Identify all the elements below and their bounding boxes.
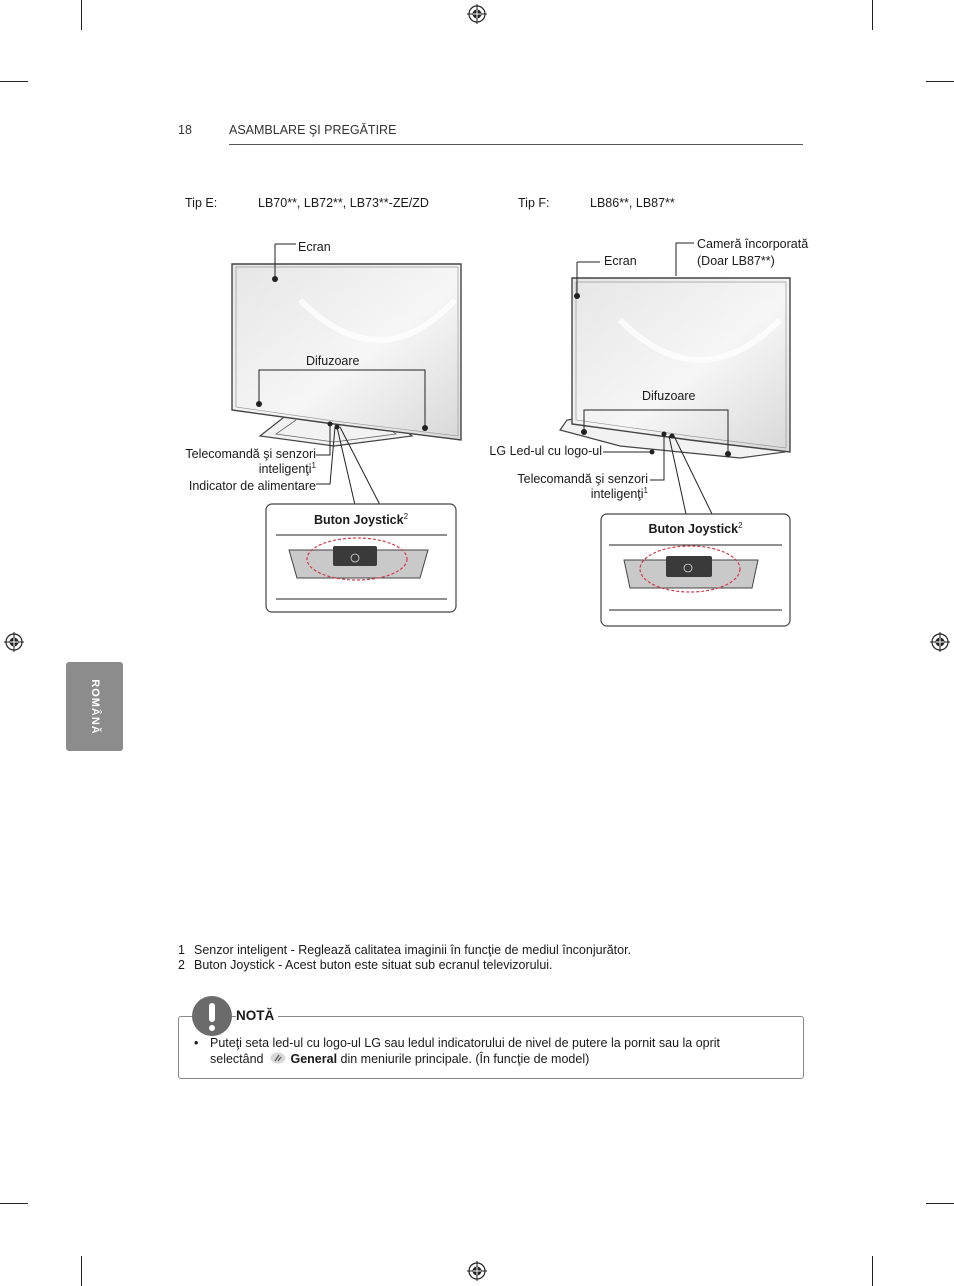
crop-mark [81,0,82,30]
footnote-ref-2: 2 [403,511,409,521]
crop-mark [926,81,954,82]
note-bullet: • [194,1036,199,1050]
type-f-joystick-title: Buton Joystick2 [601,520,790,536]
type-f-remote-sensors-line2-wrap: inteligenţi1 [480,485,648,502]
type-f-lg-led-label: LG Led-ul cu logo-ul [489,444,602,458]
registration-mark-icon [467,4,487,24]
type-e-label: Tip E: [185,196,218,210]
exclamation-icon [192,996,232,1036]
footnote-1-number: 1 [178,943,185,957]
note-line-1: Puteţi seta led-ul cu logo-ul LG sau led… [210,1036,721,1050]
type-f-models: LB86**, LB87** [590,196,675,210]
crop-mark [926,1203,954,1204]
footnote-ref-1: 1 [643,485,648,495]
note-line-2-post: din meniurile principale. (În funcţie de… [340,1052,590,1066]
settings-icon [270,1052,286,1064]
footnote-ref-2: 2 [738,520,743,530]
footnote-2-number: 2 [178,958,185,972]
header-rule [229,144,803,145]
crop-mark [0,81,28,82]
note-general-menu: General [290,1052,338,1066]
type-f-camera-note: (Doar LB87**) [697,254,775,268]
type-f-remote-sensors-label: Telecomandă şi senzori [480,472,648,487]
registration-mark-icon [930,632,950,652]
type-e-joystick-title: Buton Joystick2 [266,511,456,527]
type-e-screen-label: Ecran [298,240,331,254]
crop-mark [872,1256,873,1286]
type-f-remote-sensors-line2: inteligenţi [590,487,644,501]
tv-type-f-diagram [559,242,791,627]
joystick-title-text: Buton Joystick [313,513,404,527]
type-e-remote-sensors-label: Telecomandă şi senzori [160,447,316,462]
registration-mark-icon [4,632,24,652]
crop-mark [872,0,873,30]
section-title: ASAMBLARE ŞI PREGĂTIRE [229,123,397,137]
type-f-speakers-label: Difuzoare [642,389,696,403]
type-e-speakers-label: Difuzoare [306,354,360,368]
language-tab-label: ROMÂNĂ [88,678,101,735]
note-line-2: selectând General din meniurile principa… [210,1052,589,1067]
language-tab: ROMÂNĂ [66,662,123,751]
footnote-1-text: Senzor inteligent - Reglează calitatea i… [194,943,632,957]
type-f-screen-label: Ecran [604,254,637,268]
type-f-label: Tip F: [518,196,550,210]
footnote-2-text: Buton Joystick - Acest buton este situat… [194,958,553,972]
note-box [178,1016,804,1079]
type-e-models: LB70**, LB72**, LB73**-ZE/ZD [258,196,429,210]
crop-mark [0,1203,28,1204]
type-f-camera-label: Cameră încorporată [697,237,809,251]
type-e-remote-sensors-line1: Telecomandă şi senzori [185,447,316,461]
note-line-2-pre: selectând [210,1052,264,1066]
type-e-remote-sensors-line2: inteligenţi [258,462,312,476]
crop-mark [81,1256,82,1286]
registration-mark-icon [467,1261,487,1281]
footnote-ref-1: 1 [311,460,316,470]
type-e-power-indicator-label: Indicator de alimentare [188,479,316,493]
note-title: NOTĂ [236,1008,279,1023]
type-e-remote-sensors-line2-wrap: inteligenţi1 [160,460,316,477]
type-f-remote-sensors-line1: Telecomandă şi senzori [517,472,648,486]
page-number: 18 [178,123,192,137]
joystick-title-text: Buton Joystick [648,522,739,536]
tv-type-e-diagram [231,243,462,613]
